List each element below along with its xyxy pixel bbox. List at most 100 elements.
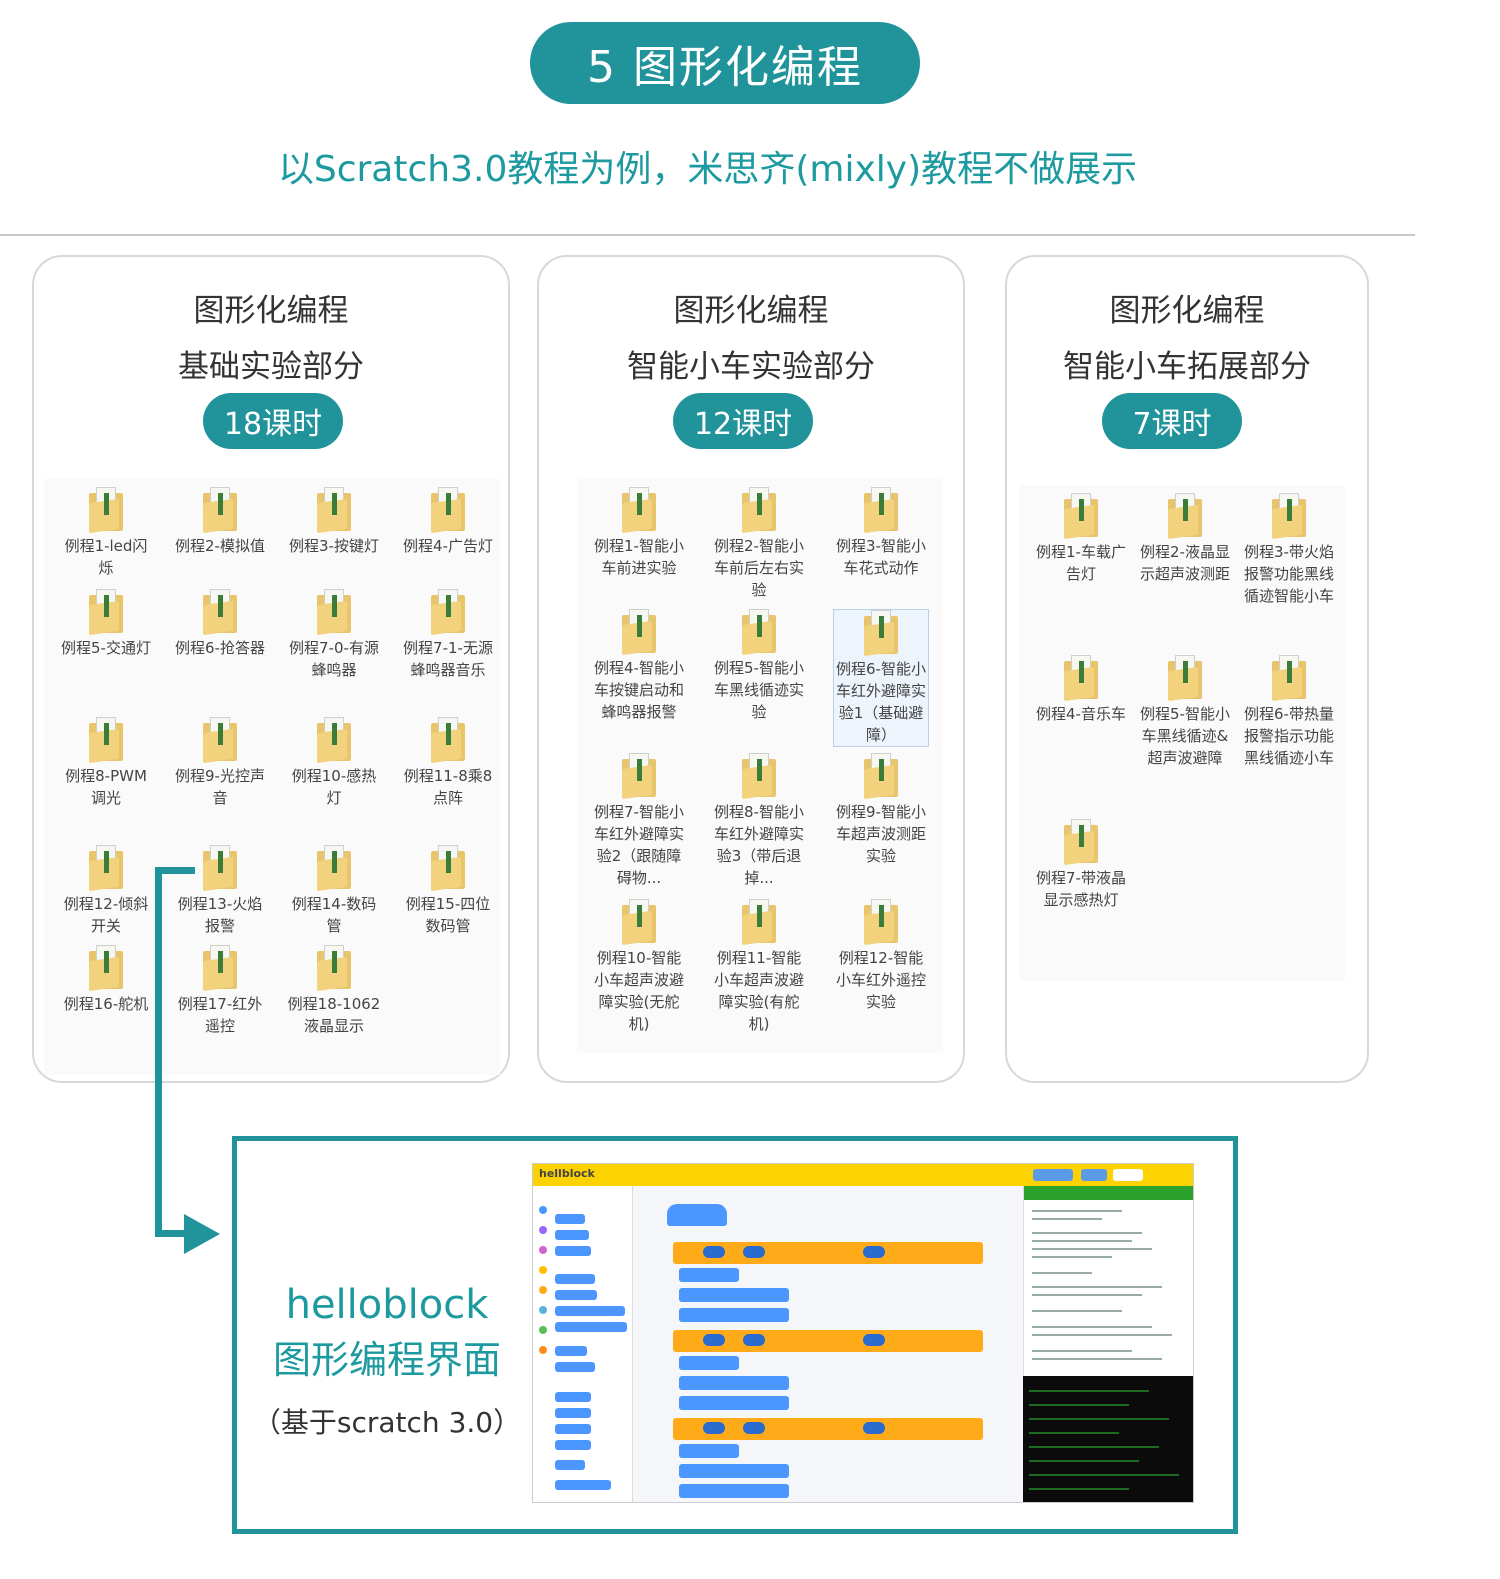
input-slot[interactable] <box>743 1334 765 1346</box>
toolbar-button[interactable] <box>1033 1169 1073 1181</box>
category-dot[interactable] <box>539 1266 547 1274</box>
folder-item[interactable]: 例程8-PWM调光 <box>58 717 154 809</box>
panel-smart-car: 图形化编程 智能小车实验部分 12课时 例程1-智能小车前进实验 例程2-智能小… <box>537 255 965 1083</box>
folder-item[interactable]: 例程13-火焰报警 <box>172 845 268 937</box>
input-slot[interactable] <box>703 1246 725 1258</box>
toolbar-button[interactable] <box>1113 1169 1143 1181</box>
palette-block[interactable] <box>555 1246 591 1256</box>
folder-label: 例程3-按键灯 <box>289 537 379 555</box>
category-dot[interactable] <box>539 1286 547 1294</box>
code-block[interactable] <box>679 1268 739 1282</box>
folder-item[interactable]: 例程4-智能小车按键启动和蜂鸣器报警 <box>591 609 687 723</box>
folder-item[interactable]: 例程2-智能小车前后左右实验 <box>711 487 807 601</box>
helloblock-logo: hellblock <box>539 1167 595 1180</box>
code-block[interactable] <box>679 1308 789 1322</box>
folder-item[interactable]: 例程16-舵机 <box>58 945 154 1015</box>
folder-item[interactable]: 例程10-智能小车超声波避障实验(无舵机) <box>591 899 687 1035</box>
folder-label: 例程6-带热量报警指示功能黑线循迹小车 <box>1243 705 1334 767</box>
input-slot[interactable] <box>863 1246 885 1258</box>
category-dot[interactable] <box>539 1306 547 1314</box>
code-block[interactable] <box>679 1444 739 1458</box>
folder-item[interactable]: 例程1-led闪烁 <box>58 487 154 579</box>
input-slot[interactable] <box>743 1246 765 1258</box>
folder-item[interactable]: 例程15-四位数码管 <box>400 845 496 937</box>
input-slot[interactable] <box>863 1334 885 1346</box>
folder-item[interactable]: 例程7-智能小车红外避障实验2（跟随障碍物... <box>591 753 687 889</box>
folder-item[interactable]: 例程6-抢答器 <box>172 589 268 659</box>
palette-block[interactable] <box>555 1230 589 1240</box>
palette-block[interactable] <box>555 1362 595 1372</box>
palette-block[interactable] <box>555 1274 595 1284</box>
folder-item[interactable]: 例程1-智能小车前进实验 <box>591 487 687 579</box>
category-dot[interactable] <box>539 1206 547 1214</box>
code-block[interactable] <box>679 1396 789 1410</box>
folder-item[interactable]: 例程9-光控声音 <box>172 717 268 809</box>
folder-item[interactable]: 例程12-倾斜开关 <box>58 845 154 937</box>
folder-item[interactable]: 例程7-1-无源蜂鸣器音乐 <box>400 589 496 681</box>
palette-block[interactable] <box>555 1346 587 1356</box>
folder-item[interactable]: 例程3-按键灯 <box>286 487 382 557</box>
toolbar-button[interactable] <box>1081 1169 1107 1181</box>
folder-item[interactable]: 例程17-红外遥控 <box>172 945 268 1037</box>
palette-block[interactable] <box>555 1424 591 1434</box>
palette-block[interactable] <box>555 1460 585 1470</box>
palette-block[interactable] <box>555 1306 625 1316</box>
folder-item[interactable]: 例程7-0-有源蜂鸣器 <box>286 589 382 681</box>
folder-item[interactable]: 例程5-智能小车黑线循迹实验 <box>711 609 807 723</box>
input-slot[interactable] <box>703 1334 725 1346</box>
folder-item[interactable]: 例程3-智能小车花式动作 <box>833 487 929 579</box>
panel-title: 图形化编程 <box>193 293 349 329</box>
category-dot[interactable] <box>539 1226 547 1234</box>
scratch-screenshot: hellblock <box>532 1163 1194 1503</box>
folder-label: 例程2-液晶显示超声波测距 <box>1139 543 1230 583</box>
category-dot[interactable] <box>539 1246 547 1254</box>
input-slot[interactable] <box>863 1422 885 1434</box>
terminal-line <box>1029 1390 1149 1392</box>
folder-item[interactable]: 例程4-音乐车 <box>1033 655 1129 725</box>
folder-label: 例程11-智能小车超声波避障实验(有舵机) <box>713 949 804 1033</box>
folder-item[interactable]: 例程5-智能小车黑线循迹&超声波避障 <box>1137 655 1233 769</box>
folder-icon <box>1168 493 1202 540</box>
folder-item[interactable]: 例程11-8乘8点阵 <box>400 717 496 809</box>
hours-badge: 7课时 <box>1102 393 1242 449</box>
folder-item[interactable]: 例程2-模拟值 <box>172 487 268 557</box>
palette-block[interactable] <box>555 1440 591 1450</box>
folder-item[interactable]: 例程4-广告灯 <box>400 487 496 557</box>
code-block[interactable] <box>679 1288 789 1302</box>
folder-item[interactable]: 例程3-带火焰报警功能黑线循迹智能小车 <box>1241 493 1337 607</box>
folder-item[interactable]: 例程14-数码管 <box>286 845 382 937</box>
folder-item[interactable]: 例程11-智能小车超声波避障实验(有舵机) <box>711 899 807 1035</box>
palette-block[interactable] <box>555 1290 597 1300</box>
palette-block[interactable] <box>555 1408 591 1418</box>
category-dot[interactable] <box>539 1346 547 1354</box>
panel-subtitle: 智能小车拓展部分 <box>1063 349 1311 385</box>
block-palette <box>533 1186 633 1502</box>
input-slot[interactable] <box>703 1422 725 1434</box>
folder-item[interactable]: 例程1-车载广告灯 <box>1033 493 1129 585</box>
palette-block[interactable] <box>555 1322 627 1332</box>
folder-item[interactable]: 例程5-交通灯 <box>58 589 154 659</box>
input-slot[interactable] <box>743 1422 765 1434</box>
folder-item[interactable]: 例程18-1062液晶显示 <box>286 945 382 1037</box>
code-block[interactable] <box>679 1464 789 1478</box>
folder-item[interactable]: 例程10-感热灯 <box>286 717 382 809</box>
folder-item[interactable]: 例程2-液晶显示超声波测距 <box>1137 493 1233 585</box>
code-block[interactable] <box>679 1356 739 1370</box>
folder-label: 例程7-智能小车红外避障实验2（跟随障碍物... <box>593 803 684 887</box>
folder-item[interactable]: 例程7-带液晶显示感热灯 <box>1033 819 1129 911</box>
palette-block[interactable] <box>555 1214 585 1224</box>
folder-label: 例程5-智能小车黑线循迹&超声波避障 <box>1140 705 1230 767</box>
folder-item-selected[interactable]: 例程6-智能小车红外避障实验1（基础避障） <box>833 609 929 747</box>
folder-item[interactable]: 例程6-带热量报警指示功能黑线循迹小车 <box>1241 655 1337 769</box>
hat-block[interactable] <box>667 1204 727 1226</box>
folder-item[interactable]: 例程12-智能小车红外遥控实验 <box>833 899 929 1013</box>
folder-item[interactable]: 例程8-智能小车红外避障实验3（带后退掉... <box>711 753 807 889</box>
palette-block[interactable] <box>555 1392 591 1402</box>
category-dot[interactable] <box>539 1326 547 1334</box>
code-block[interactable] <box>679 1484 789 1498</box>
folder-label: 例程11-8乘8点阵 <box>403 767 493 807</box>
palette-block[interactable] <box>555 1480 611 1490</box>
folder-item[interactable]: 例程9-智能小车超声波测距实验 <box>833 753 929 867</box>
hours-badge: 18课时 <box>203 393 343 449</box>
code-block[interactable] <box>679 1376 789 1390</box>
